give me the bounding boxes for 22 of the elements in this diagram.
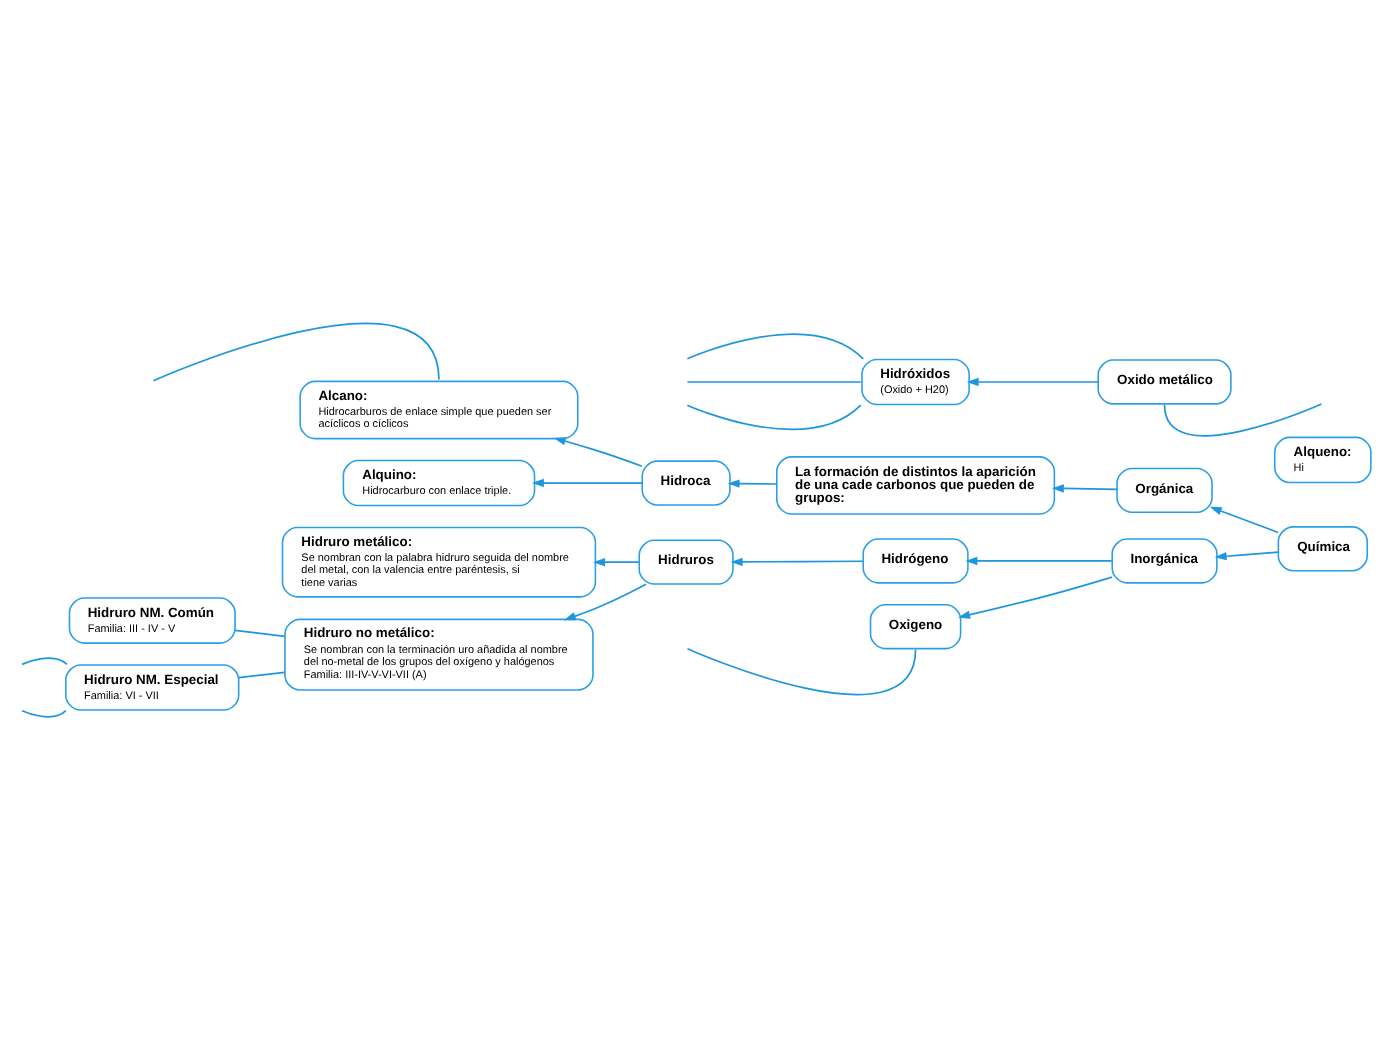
arrow xyxy=(730,557,864,567)
connector xyxy=(234,629,286,638)
connector xyxy=(237,671,286,679)
connector xyxy=(21,709,67,718)
arrow xyxy=(553,437,643,468)
arrow xyxy=(966,377,1099,387)
arrow xyxy=(531,478,644,488)
arrow xyxy=(593,558,640,567)
connector xyxy=(1163,403,1323,437)
arrow xyxy=(563,583,647,621)
arrow xyxy=(965,556,1113,566)
connector xyxy=(686,404,862,431)
connector xyxy=(686,647,917,696)
arrow xyxy=(727,479,778,488)
arrow xyxy=(1209,506,1279,534)
connector xyxy=(686,381,862,383)
connector xyxy=(21,657,68,666)
arrow xyxy=(1214,551,1279,561)
arrow xyxy=(958,576,1113,619)
arrow xyxy=(1051,484,1118,493)
connector xyxy=(686,333,865,360)
connector xyxy=(152,322,440,382)
